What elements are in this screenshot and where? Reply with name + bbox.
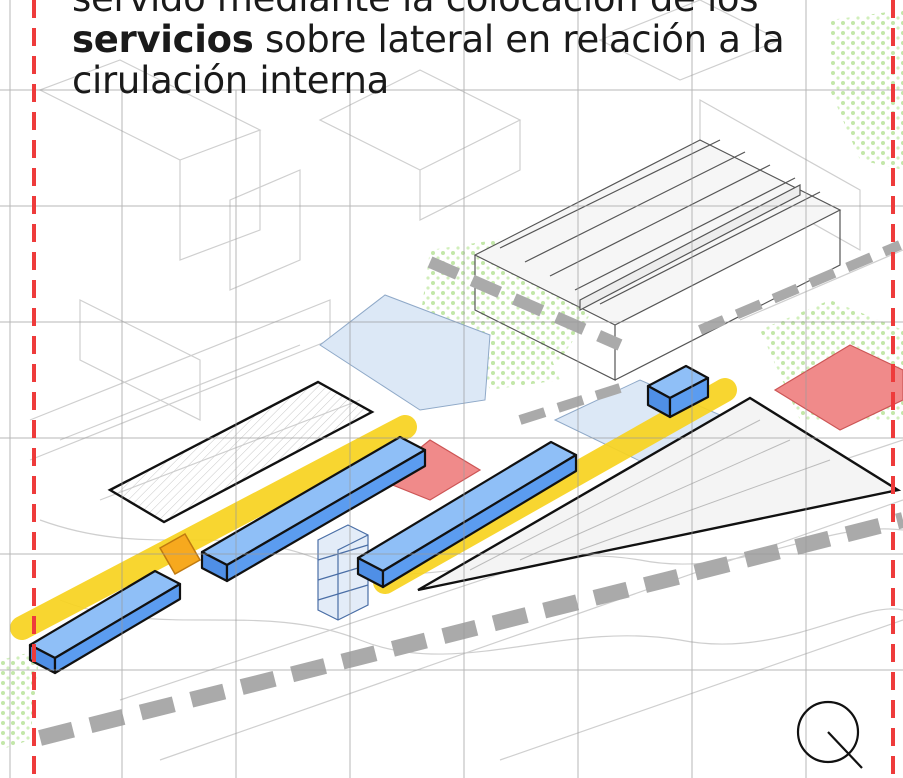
- caption-line-2: servicios sobre lateral en relación a la: [72, 19, 792, 60]
- warehouse-building: [473, 139, 842, 381]
- north-arrow-icon: [796, 700, 863, 769]
- site-boundary: [32, 0, 895, 778]
- caption-line-1: servido mediante la colocación de los: [72, 0, 792, 19]
- service-block-1: [28, 569, 182, 675]
- red-pavilions: [378, 344, 903, 501]
- stair-tower: [317, 524, 369, 621]
- triangular-plaza: [417, 396, 902, 592]
- covered-market-outline: [107, 380, 375, 524]
- service-block-4: [646, 364, 710, 419]
- caption-line-2-rest: sobre lateral en relación a la: [253, 18, 785, 61]
- caption: servido mediante la colocación de los se…: [72, 0, 792, 101]
- caption-keyword: servicios: [72, 18, 254, 61]
- caption-line-3: cirulación interna: [72, 59, 389, 102]
- service-blocks: [28, 364, 710, 675]
- pedestrian-route: [38, 240, 903, 746]
- service-block-2: [200, 435, 427, 583]
